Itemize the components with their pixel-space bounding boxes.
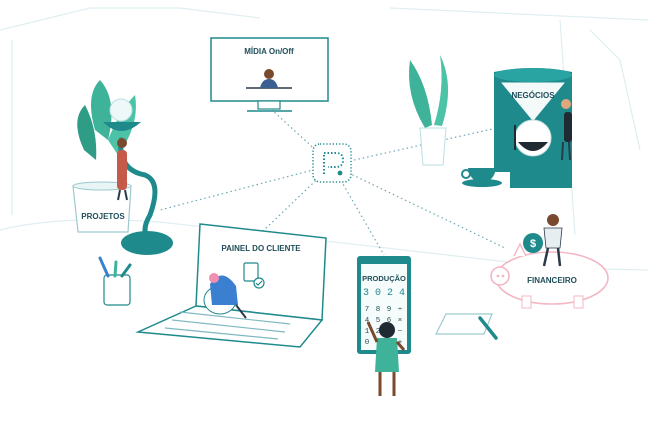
calculator-key[interactable]: 5 — [376, 317, 381, 325]
calculator-key[interactable]: − — [398, 328, 403, 336]
calculator-key[interactable]: 4 — [365, 317, 370, 325]
piggy-bank-icon[interactable]: $ — [490, 214, 609, 309]
coffee-machine-icon[interactable] — [494, 68, 572, 188]
laptop-icon[interactable] — [135, 223, 327, 348]
link-financeiro — [331, 164, 506, 249]
calculator-key[interactable]: 2 — [376, 328, 381, 336]
calculator-key[interactable]: ÷ — [398, 306, 403, 314]
calculator-key[interactable]: 8 — [376, 306, 381, 314]
calculator-key[interactable]: × — [398, 317, 403, 325]
monitor-icon[interactable] — [210, 37, 329, 112]
calculator-key[interactable]: 6 — [387, 317, 392, 325]
producao-label: PRODUÇÃO — [362, 274, 406, 283]
pencil-cup-icon — [98, 256, 132, 306]
calculator-key[interactable]: 9 — [387, 306, 392, 314]
painel-label: PAINEL DO CLIENTE — [221, 244, 301, 253]
financeiro-label: FINANCEIRO — [527, 276, 577, 285]
calculator-key[interactable]: 1 — [365, 328, 370, 336]
plant-icon — [409, 55, 449, 166]
negocios-label: NEGÓCIOS — [511, 91, 555, 100]
svg-text:$: $ — [530, 238, 536, 250]
notepad-pen-icon — [435, 313, 498, 340]
calculator-key[interactable]: 7 — [365, 306, 370, 314]
person-producao — [366, 321, 406, 396]
calculator-key[interactable]: + — [398, 339, 403, 347]
p-logo-icon[interactable] — [312, 143, 352, 183]
calculator-display: 3 0 2 4 — [363, 288, 405, 299]
link-producao — [331, 164, 385, 256]
midia-label: MÍDIA On/Off — [244, 47, 294, 56]
calculator-key[interactable]: 0 — [365, 339, 370, 347]
lightbulb-lamp-icon[interactable] — [72, 80, 173, 255]
coffee-cup-icon — [461, 168, 502, 187]
link-projetos — [159, 164, 333, 211]
projetos-label: PROJETOS — [81, 212, 125, 221]
